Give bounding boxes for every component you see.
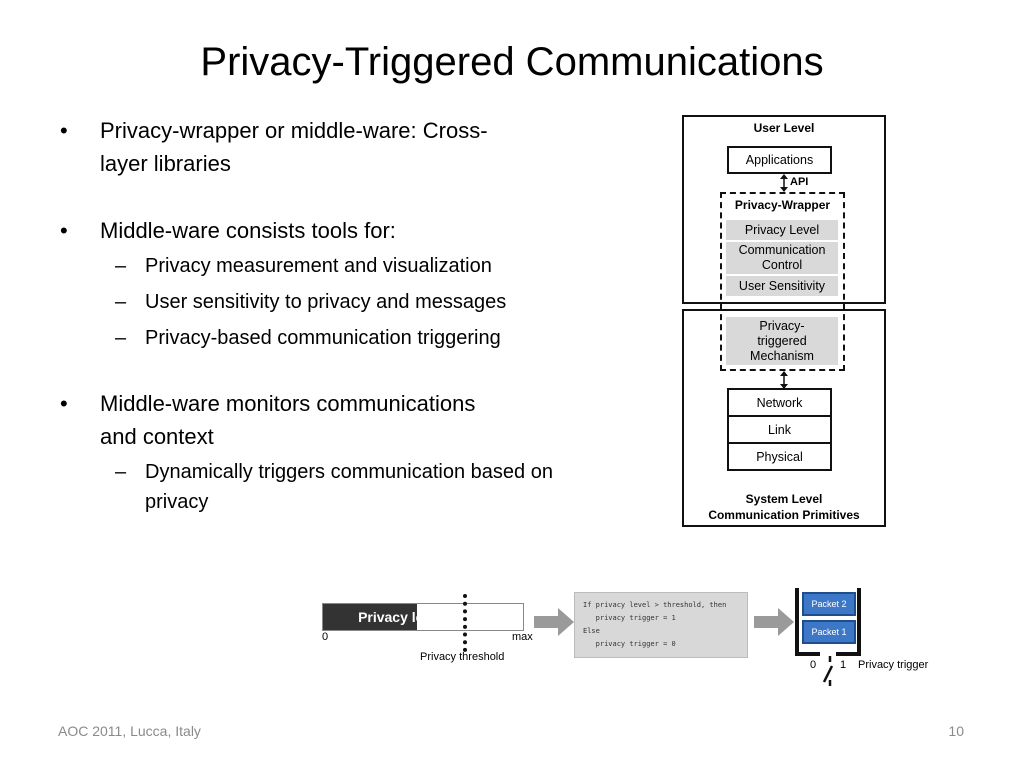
link-box: Link bbox=[727, 415, 832, 444]
bar-max-label: max bbox=[512, 631, 533, 643]
api-arrow-icon bbox=[780, 174, 788, 192]
privacy-level-box: Privacy Level bbox=[726, 220, 838, 240]
packet-queue bbox=[795, 588, 861, 656]
bullet-3: • Middle-ware monitors communications an… bbox=[58, 387, 618, 453]
sub-bullet-2-2: – User sensitivity to privacy and messag… bbox=[58, 287, 618, 317]
page-number: 10 bbox=[948, 723, 964, 739]
bar-min-label: 0 bbox=[322, 631, 329, 643]
bullet-2-line-1: Middle-ware consists tools for: bbox=[100, 218, 396, 243]
privacy-trigger-label: Privacy trigger bbox=[858, 659, 929, 671]
code-line-2: privacy trigger = 1 bbox=[583, 614, 676, 622]
code-line-4: privacy trigger = 0 bbox=[583, 640, 676, 648]
bullet-dot: • bbox=[60, 218, 68, 243]
sub-bullet-2-3: – Privacy-based communication triggering bbox=[58, 323, 618, 353]
switch-zero-label: 0 bbox=[810, 659, 817, 671]
arrow-right-icon bbox=[534, 608, 574, 636]
sub-bullet-text: Dynamically triggers communication based… bbox=[145, 461, 553, 513]
bullet-1-line-1: Privacy-wrapper or middle-ware: Cross- bbox=[100, 118, 488, 143]
arrow-right-icon bbox=[754, 608, 794, 636]
sub-bullet-text: Privacy-based communication triggering bbox=[145, 327, 501, 349]
packet-2: Packet 2 bbox=[802, 592, 856, 616]
physical-box: Physical bbox=[727, 442, 832, 471]
bullet-2: • Middle-ware consists tools for: bbox=[58, 214, 618, 247]
communication-primitives-label: Communication Primitives bbox=[708, 508, 860, 522]
slide-title: Privacy-Triggered Communications bbox=[200, 40, 824, 84]
privacy-level-label: Privacy level bbox=[358, 609, 443, 625]
bullet-1: • Privacy-wrapper or middle-ware: Cross-… bbox=[58, 114, 618, 180]
packet-1: Packet 1 bbox=[802, 620, 856, 644]
applications-box: Applications bbox=[727, 146, 832, 174]
sub-bullet-dash: – bbox=[115, 291, 127, 313]
trigger-logic-code: If privacy level > threshold, then priva… bbox=[574, 592, 748, 658]
privacy-triggered-mechanism-box: Privacy-triggered Mechanism bbox=[726, 317, 838, 365]
user-level-label: User Level bbox=[753, 121, 815, 135]
sub-bullet-3-1: – Dynamically triggers communication bas… bbox=[58, 457, 615, 517]
privacy-trigger-flow: Privacy level 0 max Privacy threshold If… bbox=[318, 586, 948, 690]
sub-bullet-2-1: – Privacy measurement and visualization bbox=[58, 251, 618, 281]
threshold-marker bbox=[463, 594, 467, 652]
sub-bullet-dash: – bbox=[115, 461, 127, 483]
bullet-dot: • bbox=[60, 118, 68, 143]
privacy-wrapper-dashed-box bbox=[720, 192, 845, 371]
privacy-level-bar-fill bbox=[323, 604, 417, 630]
code-line-1: If privacy level > threshold, then bbox=[583, 601, 727, 609]
sub-bullet-dash: – bbox=[115, 255, 127, 277]
bullet-3-line-1: Middle-ware monitors communications bbox=[100, 391, 476, 416]
privacy-level-bar: Privacy level bbox=[322, 603, 524, 631]
bullet-list: • Privacy-wrapper or middle-ware: Cross-… bbox=[58, 114, 618, 517]
system-level-frame bbox=[682, 309, 886, 527]
communication-control-box: Communication Control bbox=[726, 242, 838, 274]
user-level-frame bbox=[682, 115, 886, 304]
privacy-wrapper-label: Privacy-Wrapper bbox=[734, 198, 831, 212]
network-box: Network bbox=[727, 388, 832, 417]
user-sensitivity-box: User Sensitivity bbox=[726, 276, 838, 296]
system-level-label: System Level bbox=[745, 492, 823, 506]
bullet-dot: • bbox=[60, 391, 68, 416]
switch-one-label: 1 bbox=[840, 659, 847, 671]
sub-bullet-text: Privacy measurement and visualization bbox=[145, 255, 492, 277]
bullet-1-line-2: layer libraries bbox=[100, 151, 231, 176]
threshold-label: Privacy threshold bbox=[420, 651, 505, 663]
sub-bullet-dash: – bbox=[115, 327, 127, 349]
footer-venue: AOC 2011, Lucca, Italy bbox=[58, 723, 201, 739]
code-line-3: Else bbox=[583, 627, 600, 635]
sub-bullet-text: User sensitivity to privacy and messages bbox=[145, 291, 507, 313]
api-label: API bbox=[790, 176, 809, 188]
switch-icon bbox=[822, 656, 834, 686]
bullet-3-line-2: and context bbox=[100, 424, 214, 449]
architecture-diagram: User Level Applications API Privacy-Wrap… bbox=[682, 115, 886, 527]
down-arrow-icon bbox=[780, 371, 788, 389]
